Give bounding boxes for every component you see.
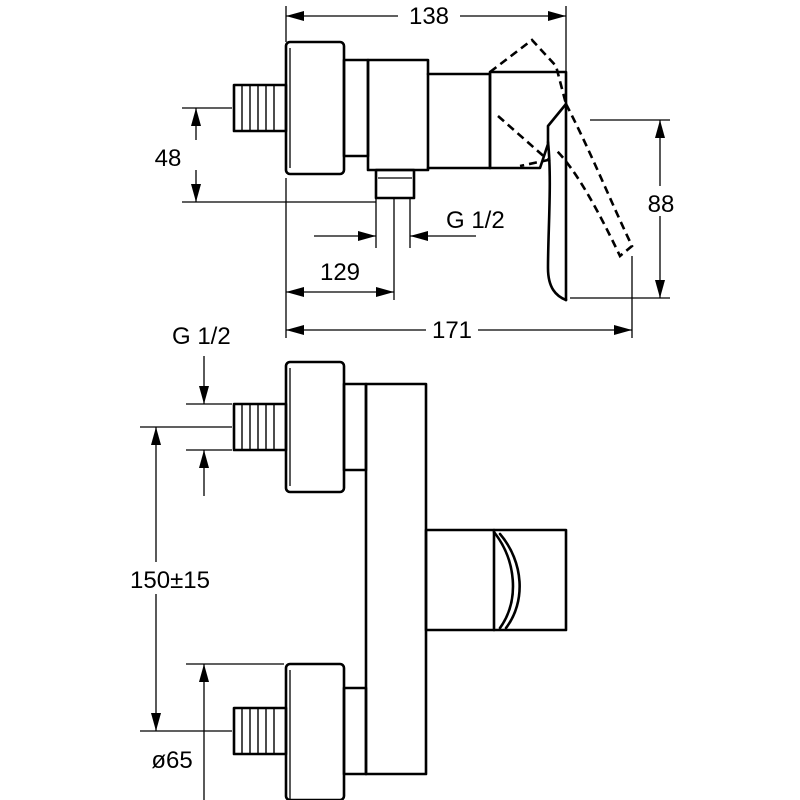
dim-138-label: 138	[409, 3, 449, 30]
front-upper-thread	[241, 404, 275, 450]
dim-171-label: 171	[432, 317, 472, 344]
front-view	[232, 360, 568, 800]
dim-outlet-thread-label: G 1/2	[446, 207, 505, 234]
dim-138: 138	[285, 0, 567, 72]
dim-outlet-thread: G 1/2	[314, 198, 505, 248]
front-body	[364, 382, 428, 776]
front-upper-connector	[342, 382, 368, 472]
side-inlet-thread	[241, 85, 275, 131]
dim-88-label: 88	[648, 191, 675, 218]
side-lever-dashed-mid	[497, 115, 551, 168]
dim-150: 150±15	[118, 426, 232, 732]
dim-inlet-thread-label: G 1/2	[172, 323, 231, 350]
dim-48: 48	[155, 107, 376, 203]
dim-65-label: ø65	[151, 747, 192, 774]
dim-129-label: 129	[320, 259, 360, 286]
front-cartridge	[424, 528, 496, 632]
side-escutcheon	[284, 40, 346, 176]
dim-129: 129	[285, 178, 395, 338]
side-lever-dashed-handle	[555, 103, 634, 259]
side-lever	[546, 140, 568, 302]
side-cartridge	[426, 72, 492, 170]
front-upper-escutcheon	[284, 360, 346, 494]
front-lower-thread	[241, 708, 275, 754]
side-lever-dashed-top	[489, 38, 568, 105]
front-lower-escutcheon	[284, 662, 346, 800]
dim-88: 88	[570, 119, 682, 299]
side-connector	[342, 58, 370, 158]
dim-inlet-thread: G 1/2	[172, 323, 232, 496]
front-lever	[492, 528, 568, 632]
side-view	[232, 38, 634, 302]
dim-48-label: 48	[155, 145, 182, 172]
side-outlet	[374, 168, 416, 200]
side-lever-base	[488, 70, 568, 170]
side-body	[366, 58, 430, 172]
dim-150-label: 150±15	[130, 567, 210, 594]
front-lower-connector	[342, 686, 368, 776]
dim-65: ø65	[144, 663, 284, 800]
dim-171: 171	[286, 256, 633, 344]
